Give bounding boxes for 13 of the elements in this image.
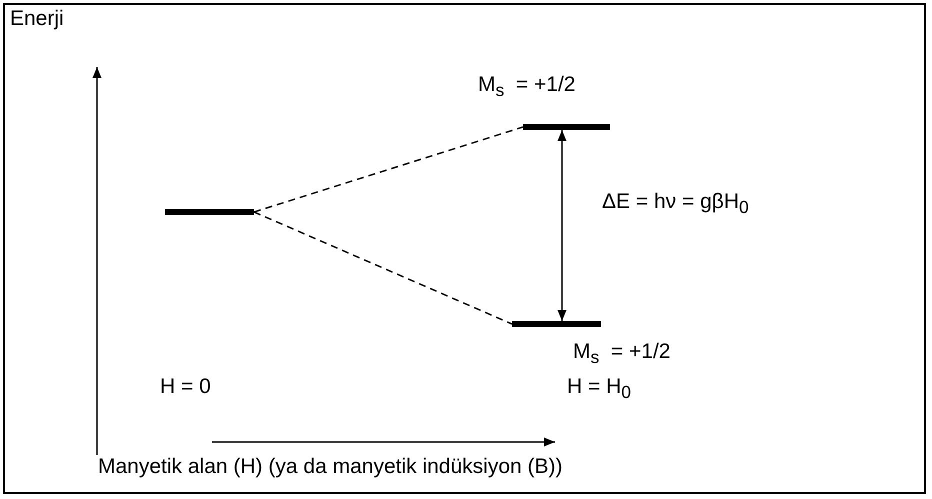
energy-level-bar: [523, 124, 610, 130]
connector-line: [254, 126, 524, 213]
field-value-label: H = H$_{0}$: [567, 375, 631, 402]
spin-state-label: M$_{s}$ = +1/2: [478, 73, 576, 100]
energy-level-bar: [165, 209, 254, 215]
double-arrow: [558, 130, 566, 321]
field-value-label: H = 0: [160, 375, 211, 400]
energy-level-bar: [512, 321, 601, 327]
edge-label: ΔE = hν = gβH$_{0}$: [602, 190, 749, 217]
spin-state-label: M$_{s}$ = +1/2: [573, 340, 670, 368]
axis-label: Enerji: [10, 7, 64, 32]
connector-line: [254, 211, 512, 325]
axis-title: Manyetik alan (H) (ya da manyetik indüksiyon (B)): [98, 455, 563, 480]
